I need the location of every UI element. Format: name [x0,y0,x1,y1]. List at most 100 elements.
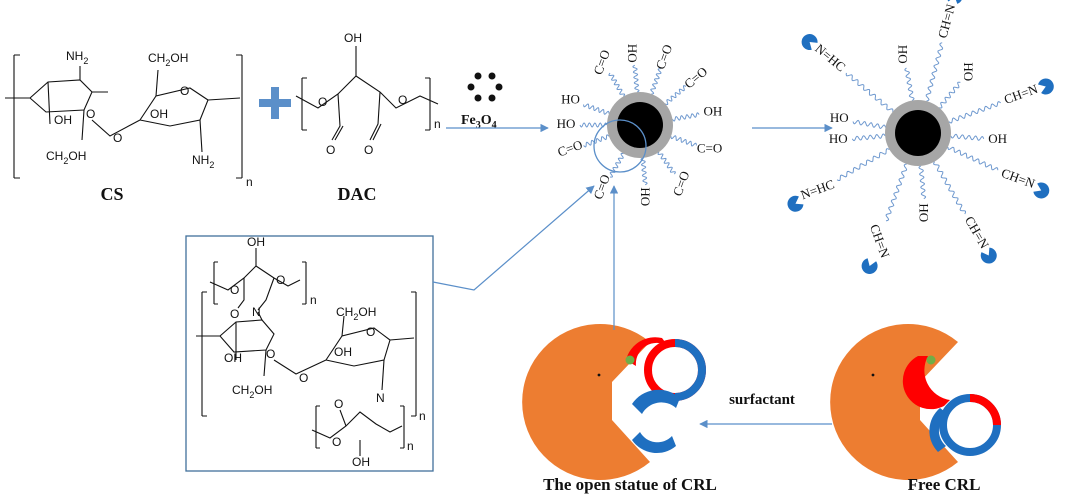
surface-group-label: OH [895,45,910,64]
surface-group-label: C=O [697,141,722,156]
surface-group-label: OH [960,62,975,81]
linker-chain [670,135,697,147]
fe3o4-core-2 [895,110,941,156]
open-crl-enzyme [522,324,706,480]
linker-chain [947,146,999,171]
linker-chain [939,81,961,109]
cs-oh-right: OH [150,107,168,121]
enzyme-marker-icon [980,247,997,264]
free-crl-label: Free CRL [908,475,981,494]
inset-imine-n-bottom: N [376,391,385,405]
surface-group-label: CH=N [962,213,993,251]
dac-structure: n OH O O O O [295,31,441,157]
inset-ch2oh-1: CH2OH [232,383,272,400]
zoom-circle [593,119,647,173]
linker-chain [665,85,687,105]
surface-group-label: OH [988,131,1007,146]
inset-top-o-1: O [230,283,239,297]
inset-bottom-oh: OH [352,455,370,469]
inset-top-o-2: O [276,273,285,287]
cs-repeat-n: n [246,175,253,189]
surface-group-label: CH=N [999,165,1037,191]
linker-chain [640,157,648,186]
surface-group-label: C=O [590,48,613,77]
enzyme-marker-icon [947,0,962,4]
surface-group-label: N=HC [812,41,848,75]
free-crl-enzyme [830,324,1001,481]
surface-group-label: C=O [681,64,710,92]
surface-group-label: C=O [555,137,584,160]
linker-chain [925,42,944,102]
linker-chain [583,134,610,148]
cs-oh-left: OH [54,113,72,127]
fe3o4-label: Fe3O4 [461,113,497,131]
dac-o-right: O [398,93,407,107]
surface-group-label: N=HC [799,176,837,202]
fe3o4-particles-icon [467,72,503,102]
cs-nh2-bottom: NH2 [192,153,214,170]
plus-icon [259,87,291,119]
cs-dac-structure: n OH O O O N n OH O CH2OH O CH2OH OH O N… [196,235,426,469]
enzyme-marker-icon [801,34,818,51]
inset-top-n: n [310,293,317,307]
dac-label: DAC [338,184,377,204]
open-crl-label: The open statue of CRL [543,475,717,494]
linker-chain [650,68,662,95]
surface-group-label: HO [561,91,580,106]
cs-ch2oh-top: CH2OH [148,51,188,68]
inset-oh-2: OH [334,345,352,359]
enzyme-marker-icon [1033,182,1050,199]
cs-label: CS [100,184,123,204]
inset-bottom-n: n [407,439,414,453]
cs-ch2oh-bottom: CH2OH [46,149,86,166]
linker-chain [851,133,886,142]
linker-chain [852,119,886,129]
linker-chain [609,153,624,178]
nanoparticle-enzyme [836,42,1002,222]
surface-group-label: HO [557,116,576,131]
linker-chain [583,103,610,115]
linker-chain [608,72,626,97]
inset-top-oh: OH [247,235,265,249]
dac-repeat-n: n [434,117,441,131]
nanoparticle-cho [579,64,700,186]
inset-oh-1: OH [224,351,242,365]
lid-red-upper [626,337,668,366]
linker-chain [845,72,894,112]
active-site-icon [625,355,635,365]
inset-bottom-o-1: O [332,435,341,449]
lid-blue-lower [632,389,680,414]
fe3o4-core [617,102,663,148]
linker-chain [933,161,966,215]
linker-chain [657,151,676,175]
linker-chain [948,101,1002,124]
surfactant-label: surfactant [729,392,795,408]
cs-ring-o-1: O [86,107,95,121]
cs-nh2-top: NH2 [66,49,88,66]
surface-group-label: CH=N [867,222,893,260]
inset-imine-n-top: N [252,305,261,319]
linker-chain [885,163,908,222]
surface-group-label: OH [637,187,652,206]
linker-chain [672,112,700,122]
inset-ring-o-1: O [266,347,275,361]
enzyme-marker-icon [1038,78,1054,95]
cs-ring-o-2: O [180,84,189,98]
enzyme-body-2 [830,324,958,481]
surface-group-label: OH [916,203,931,222]
linker-chain [950,133,985,141]
inset-ring-o-2: O [366,325,375,339]
linker-chain [632,64,640,93]
inset-link-o: O [299,371,308,385]
inset-box [185,235,434,472]
inset-mid-n: n [419,409,426,423]
enzyme-body [522,324,650,480]
enzyme-markers [787,0,1054,274]
dac-cho-o-1: O [326,143,335,157]
surface-group-label: C=O [652,42,675,71]
inset-connector-arrow [432,185,595,291]
dac-oh: OH [344,31,362,45]
cs-structure: n NH2 OH CH2OH O O CH2OH OH O NH2 [5,49,253,189]
inset-ch2oh-2: CH2OH [336,305,376,322]
